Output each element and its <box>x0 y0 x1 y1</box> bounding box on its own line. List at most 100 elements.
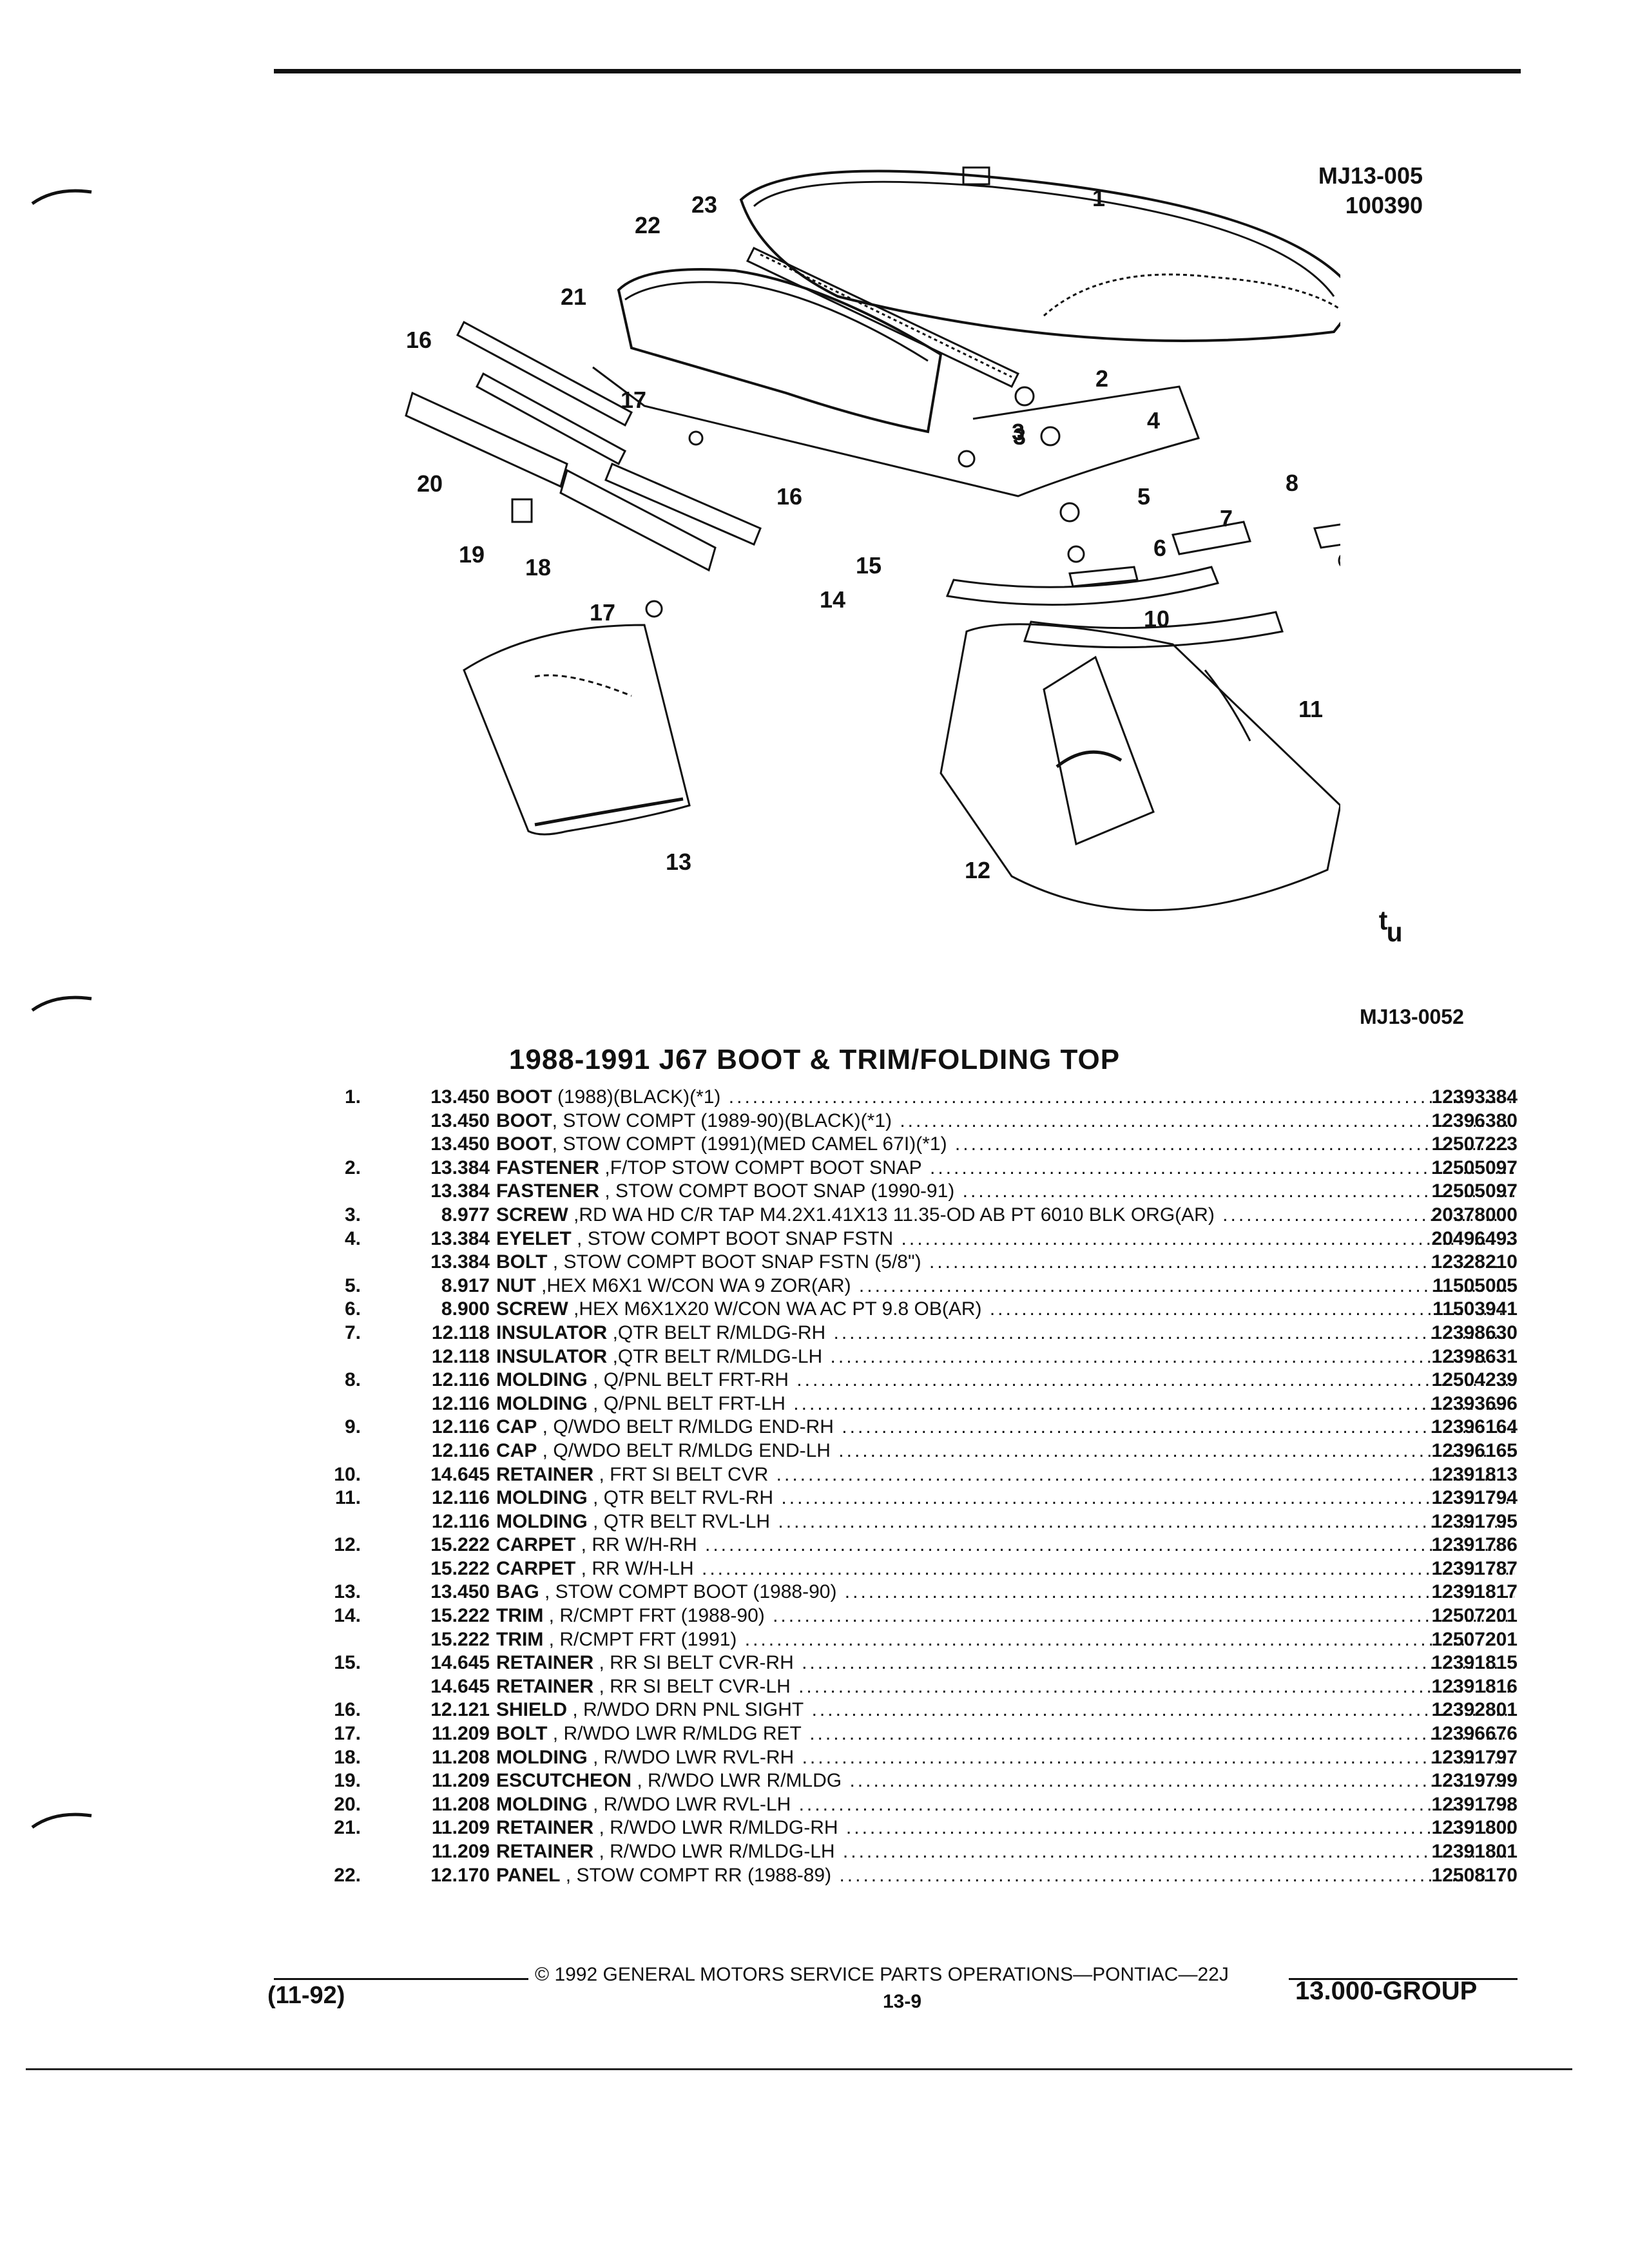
part-description: TRIM , R/CMPT FRT (1988-90) ............… <box>496 1605 1514 1627</box>
part-name: RETAINER <box>496 1841 594 1862</box>
part-row: 9. 12.116 CAP , Q/WDO BELT R/MLDG END-RH .… <box>322 1416 1540 1440</box>
group-number: 12.116 <box>431 1416 490 1438</box>
retainer-strip-drawing <box>746 247 1020 388</box>
part-name: PANEL <box>496 1864 561 1886</box>
part-number: 12391800 <box>1431 1817 1518 1839</box>
callout-number: 22 <box>635 212 660 238</box>
callout-number: 3 <box>1012 419 1025 445</box>
leader-dots: ........................................… <box>842 1841 1514 1862</box>
leader-dots: ........................................… <box>773 1605 1514 1627</box>
group-number: 14.645 <box>430 1463 490 1485</box>
part-name: MOLDING <box>496 1487 588 1509</box>
part-detail: , Q/PNL BELT FRT-RH <box>587 1369 789 1391</box>
part-name: INSULATOR <box>496 1321 608 1343</box>
part-detail: , STOW COMPT BOOT SNAP FSTN (5/8") <box>547 1251 921 1273</box>
part-name: RETAINER <box>496 1675 594 1697</box>
part-number: 12507201 <box>1431 1628 1518 1650</box>
part-name: BOLT <box>496 1251 548 1273</box>
group-number: 13.450 <box>430 1581 490 1603</box>
part-number: 12391801 <box>1431 1841 1518 1862</box>
leader-dots: ........................................… <box>802 1746 1514 1768</box>
small-fasteners-drawing <box>645 386 1340 618</box>
part-detail: , R/CMPT FRT (1988-90) <box>543 1605 765 1627</box>
callout-number: 17 <box>621 387 646 413</box>
leader-dots: ........................................… <box>839 1864 1514 1886</box>
leader-dots: ........................................… <box>702 1557 1514 1579</box>
revision-date: (11-92) <box>267 1982 345 2009</box>
part-number: 12393384 <box>1431 1086 1518 1108</box>
callout-number: 19 <box>459 541 485 568</box>
part-description: CAP , Q/WDO BELT R/MLDG END-LH .........… <box>496 1440 1514 1462</box>
part-name: INSULATOR <box>496 1345 608 1367</box>
part-detail: ,QTR BELT R/MLDG-RH <box>607 1321 826 1343</box>
callout-number: 18 <box>525 554 551 581</box>
leader-dots: ........................................… <box>781 1487 1514 1509</box>
part-description: CAP , Q/WDO BELT R/MLDG END-RH .........… <box>496 1416 1514 1438</box>
group-number: 14.645 <box>430 1652 490 1674</box>
leader-dots: ........................................… <box>1222 1204 1514 1225</box>
part-name: ESCUTCHEON <box>496 1770 632 1792</box>
group-number: 12.118 <box>431 1321 490 1343</box>
part-description: CARPET , RR W/H-LH .....................… <box>496 1558 1514 1580</box>
part-detail: ,F/TOP STOW COMPT BOOT SNAP <box>599 1157 922 1178</box>
group-number: 15.222 <box>430 1605 490 1627</box>
part-number: 12391817 <box>1431 1581 1518 1603</box>
item-number: 20. <box>334 1793 361 1815</box>
group-number: 11.208 <box>431 1746 490 1768</box>
part-detail: , Q/WDO BELT R/MLDG END-RH <box>537 1416 834 1438</box>
part-detail: , STOW COMPT RR (1988-89) <box>560 1864 832 1886</box>
part-detail: , Q/WDO BELT R/MLDG END-LH <box>537 1439 831 1461</box>
part-description: MOLDING , R/WDO LWR RVL-LH .............… <box>496 1794 1514 1816</box>
item-number: 11. <box>334 1487 361 1509</box>
group-number: 11.208 <box>431 1793 490 1815</box>
leader-dots: ........................................… <box>811 1699 1514 1721</box>
part-description: MOLDING , QTR BELT RVL-LH ..............… <box>496 1511 1514 1533</box>
group-number: 12.170 <box>430 1864 490 1886</box>
part-number: 20378000 <box>1431 1204 1518 1225</box>
footer-rule-left <box>274 1978 528 1980</box>
callout-number: 14 <box>820 586 845 613</box>
group-number: 12.116 <box>431 1510 490 1532</box>
part-name: BOOT <box>496 1110 552 1131</box>
part-description: MOLDING , QTR BELT RVL-RH ..............… <box>496 1487 1514 1509</box>
part-description: EYELET , STOW COMPT BOOT SNAP FSTN .....… <box>496 1228 1514 1250</box>
callout-number: 21 <box>561 284 586 310</box>
group-number: 15.222 <box>430 1557 490 1579</box>
callout-number: 1 <box>1092 185 1105 211</box>
part-number: 12396165 <box>1431 1439 1518 1461</box>
part-number: 12391795 <box>1431 1510 1518 1532</box>
part-number: 12398630 <box>1431 1321 1518 1343</box>
group-number: 13.450 <box>430 1133 490 1155</box>
group-number: 13.450 <box>430 1086 490 1108</box>
part-number: 12328210 <box>1431 1251 1518 1273</box>
group-number: 8.977 <box>441 1204 490 1225</box>
part-number: 11505005 <box>1432 1274 1518 1296</box>
part-number: 12505097 <box>1431 1180 1518 1202</box>
part-number: 12391794 <box>1431 1487 1518 1509</box>
part-name: SHIELD <box>496 1699 568 1721</box>
callout-number: 4 <box>1147 407 1160 434</box>
item-number: 9. <box>344 1416 361 1438</box>
leader-dots: ........................................… <box>900 1110 1514 1131</box>
part-detail: , RR SI BELT CVR-RH <box>593 1652 794 1674</box>
part-detail: , QTR BELT RVL-LH <box>587 1510 771 1532</box>
part-name: MOLDING <box>496 1793 588 1815</box>
part-detail: , QTR BELT RVL-RH <box>587 1487 774 1509</box>
part-number: 12391797 <box>1431 1746 1518 1768</box>
callout-number: 3 <box>1013 423 1026 450</box>
callout-number: 2 <box>1095 365 1108 392</box>
part-detail: ,RD WA HD C/R TAP M4.2X1.41X13 11.35-OD … <box>568 1204 1215 1225</box>
binder-hole-mark <box>30 187 94 206</box>
leader-dots: ........................................… <box>796 1369 1514 1391</box>
rear-panel-drawing <box>592 268 1200 497</box>
